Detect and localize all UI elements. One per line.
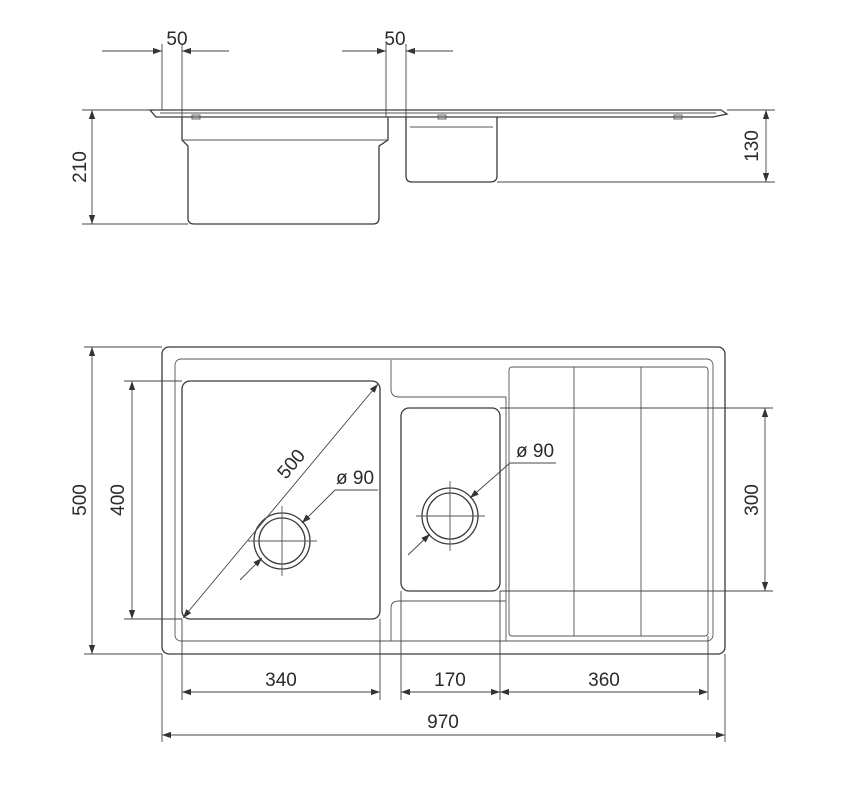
large-drain-icon bbox=[248, 506, 317, 576]
dim-line bbox=[182, 383, 379, 619]
dim-label-overflow-left: 50 bbox=[166, 29, 187, 50]
small-bowl-outline bbox=[400, 407, 501, 592]
dim-label-diagonal: 500 bbox=[274, 446, 310, 484]
side-overflow-slot-1 bbox=[191, 114, 201, 120]
top-view: 500 ø 90 ø 90 400 500 300 bbox=[70, 346, 773, 742]
dim-label-large-depth: 210 bbox=[70, 151, 91, 183]
dim-label-small-bowl-height: 300 bbox=[742, 484, 763, 516]
bowl-divider bbox=[390, 360, 507, 641]
dim-label-overall-width: 970 bbox=[427, 712, 459, 733]
dim-label-overall-height: 500 bbox=[70, 484, 91, 516]
dim-line bbox=[301, 489, 336, 524]
dim-label-small-depth: 130 bbox=[742, 130, 763, 162]
dim-label-small-bowl-width: 170 bbox=[434, 670, 466, 691]
side-large-bowl bbox=[181, 117, 389, 225]
dim-label-drainer-width: 360 bbox=[588, 670, 620, 691]
side-flange bbox=[148, 109, 729, 118]
small-drain-icon bbox=[416, 481, 485, 551]
bowl-divider-lower bbox=[390, 600, 506, 641]
dim-line bbox=[469, 462, 511, 499]
dim-label-large-bowl-height: 400 bbox=[108, 484, 129, 516]
drainer-area bbox=[508, 366, 709, 637]
dim-label-large-drain: ø 90 bbox=[336, 468, 374, 489]
side-small-bowl bbox=[405, 117, 498, 183]
dim-line bbox=[407, 533, 431, 556]
dim-label-overflow-right: 50 bbox=[384, 29, 405, 50]
large-bowl-outline bbox=[181, 380, 381, 620]
side-overflow-slot-2 bbox=[437, 114, 447, 120]
dim-line bbox=[239, 557, 263, 581]
side-overflow-slot-3 bbox=[673, 114, 683, 120]
dim-label-small-drain: ø 90 bbox=[516, 441, 554, 462]
sink-inner-edge bbox=[174, 358, 714, 642]
dim-label-large-bowl-width: 340 bbox=[265, 670, 297, 691]
sink-outer-edge bbox=[161, 346, 726, 655]
side-view: 50 50 210 130 bbox=[70, 29, 775, 225]
